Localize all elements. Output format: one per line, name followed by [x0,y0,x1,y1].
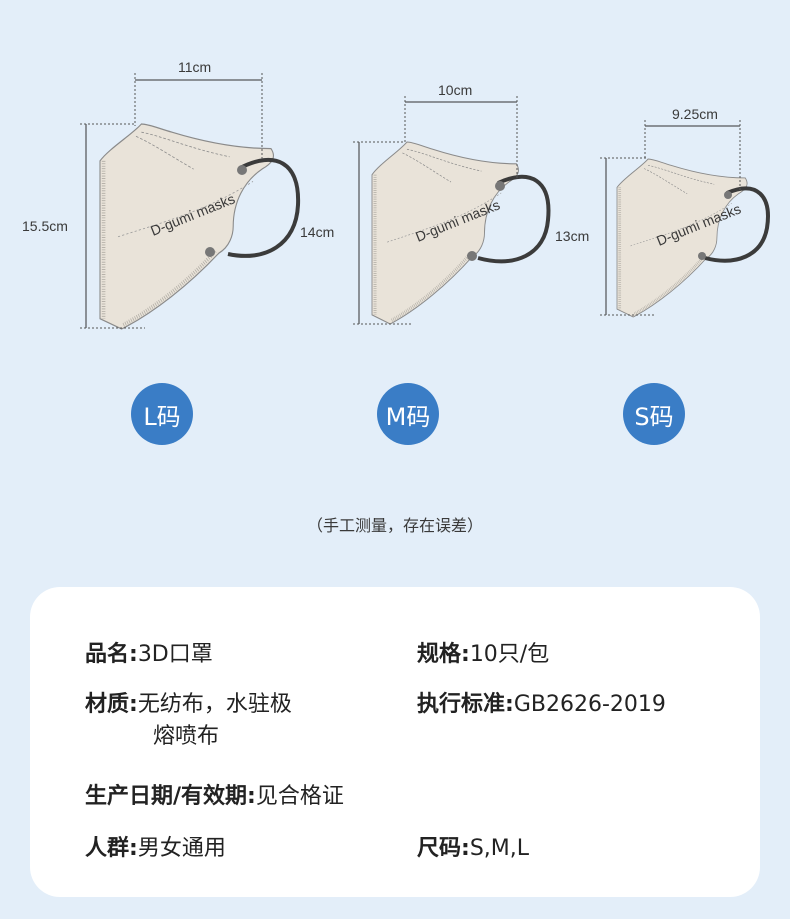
size-badge-s: S码 [623,383,685,445]
spec-standard-label: 执行标准: [417,692,514,717]
spec-date-value: 见合格证 [255,784,344,809]
height-label: 13cm [555,228,589,244]
spec-size: 尺码:S,M,L [417,833,529,865]
spec-date-label: 生产日期/有效期: [85,784,256,809]
spec-name-value: 3D口罩 [137,642,213,667]
spec-material-value: 无纺布，水驻极 [137,692,292,717]
spec-pack: 规格:10只/包 [417,639,549,671]
width-label: 10cm [438,82,472,98]
spec-material: 材质:无纺布，水驻极 熔喷布 [85,689,292,753]
spec-material-label: 材质: [85,692,138,717]
width-label: 11cm [178,59,211,75]
spec-size-label: 尺码: [417,836,470,861]
spec-card: 品名:3D口罩 规格:10只/包 材质:无纺布，水驻极 熔喷布 执行标准:GB2… [30,587,760,897]
spec-size-value: S,M,L [469,836,530,861]
spec-pack-value: 10只/包 [469,642,550,667]
spec-name-label: 品名: [85,642,138,667]
spec-standard-value: GB2626-2019 [513,692,666,717]
spec-people-label: 人群: [85,836,138,861]
spec-pack-label: 规格: [417,642,470,667]
size-badge-m: M码 [377,383,439,445]
width-label: 9.25cm [672,106,718,122]
mask-medium: D-gumi masks 10cm 14cm [300,82,551,326]
spec-standard: 执行标准:GB2626-2019 [417,689,666,721]
spec-people: 人群:男女通用 [85,833,226,865]
size-badge-l: L码 [131,383,193,445]
mask-small: D-gumi masks 9.25cm 13cm [555,106,770,319]
spec-name: 品名:3D口罩 [85,639,213,671]
height-label: 15.5cm [22,218,68,234]
spec-people-value: 男女通用 [137,836,226,861]
measurement-note: （手工测量，存在误差） [306,516,483,535]
spec-material-value-2: 熔喷布 [153,724,220,749]
mask-size-illustration: D-gumi masks 11cm 15.5cm D-gumi masks 10… [22,59,770,360]
mask-large: D-gumi masks 11cm 15.5cm [22,59,301,329]
spec-date: 生产日期/有效期:见合格证 [85,781,344,813]
height-label: 14cm [300,224,334,240]
